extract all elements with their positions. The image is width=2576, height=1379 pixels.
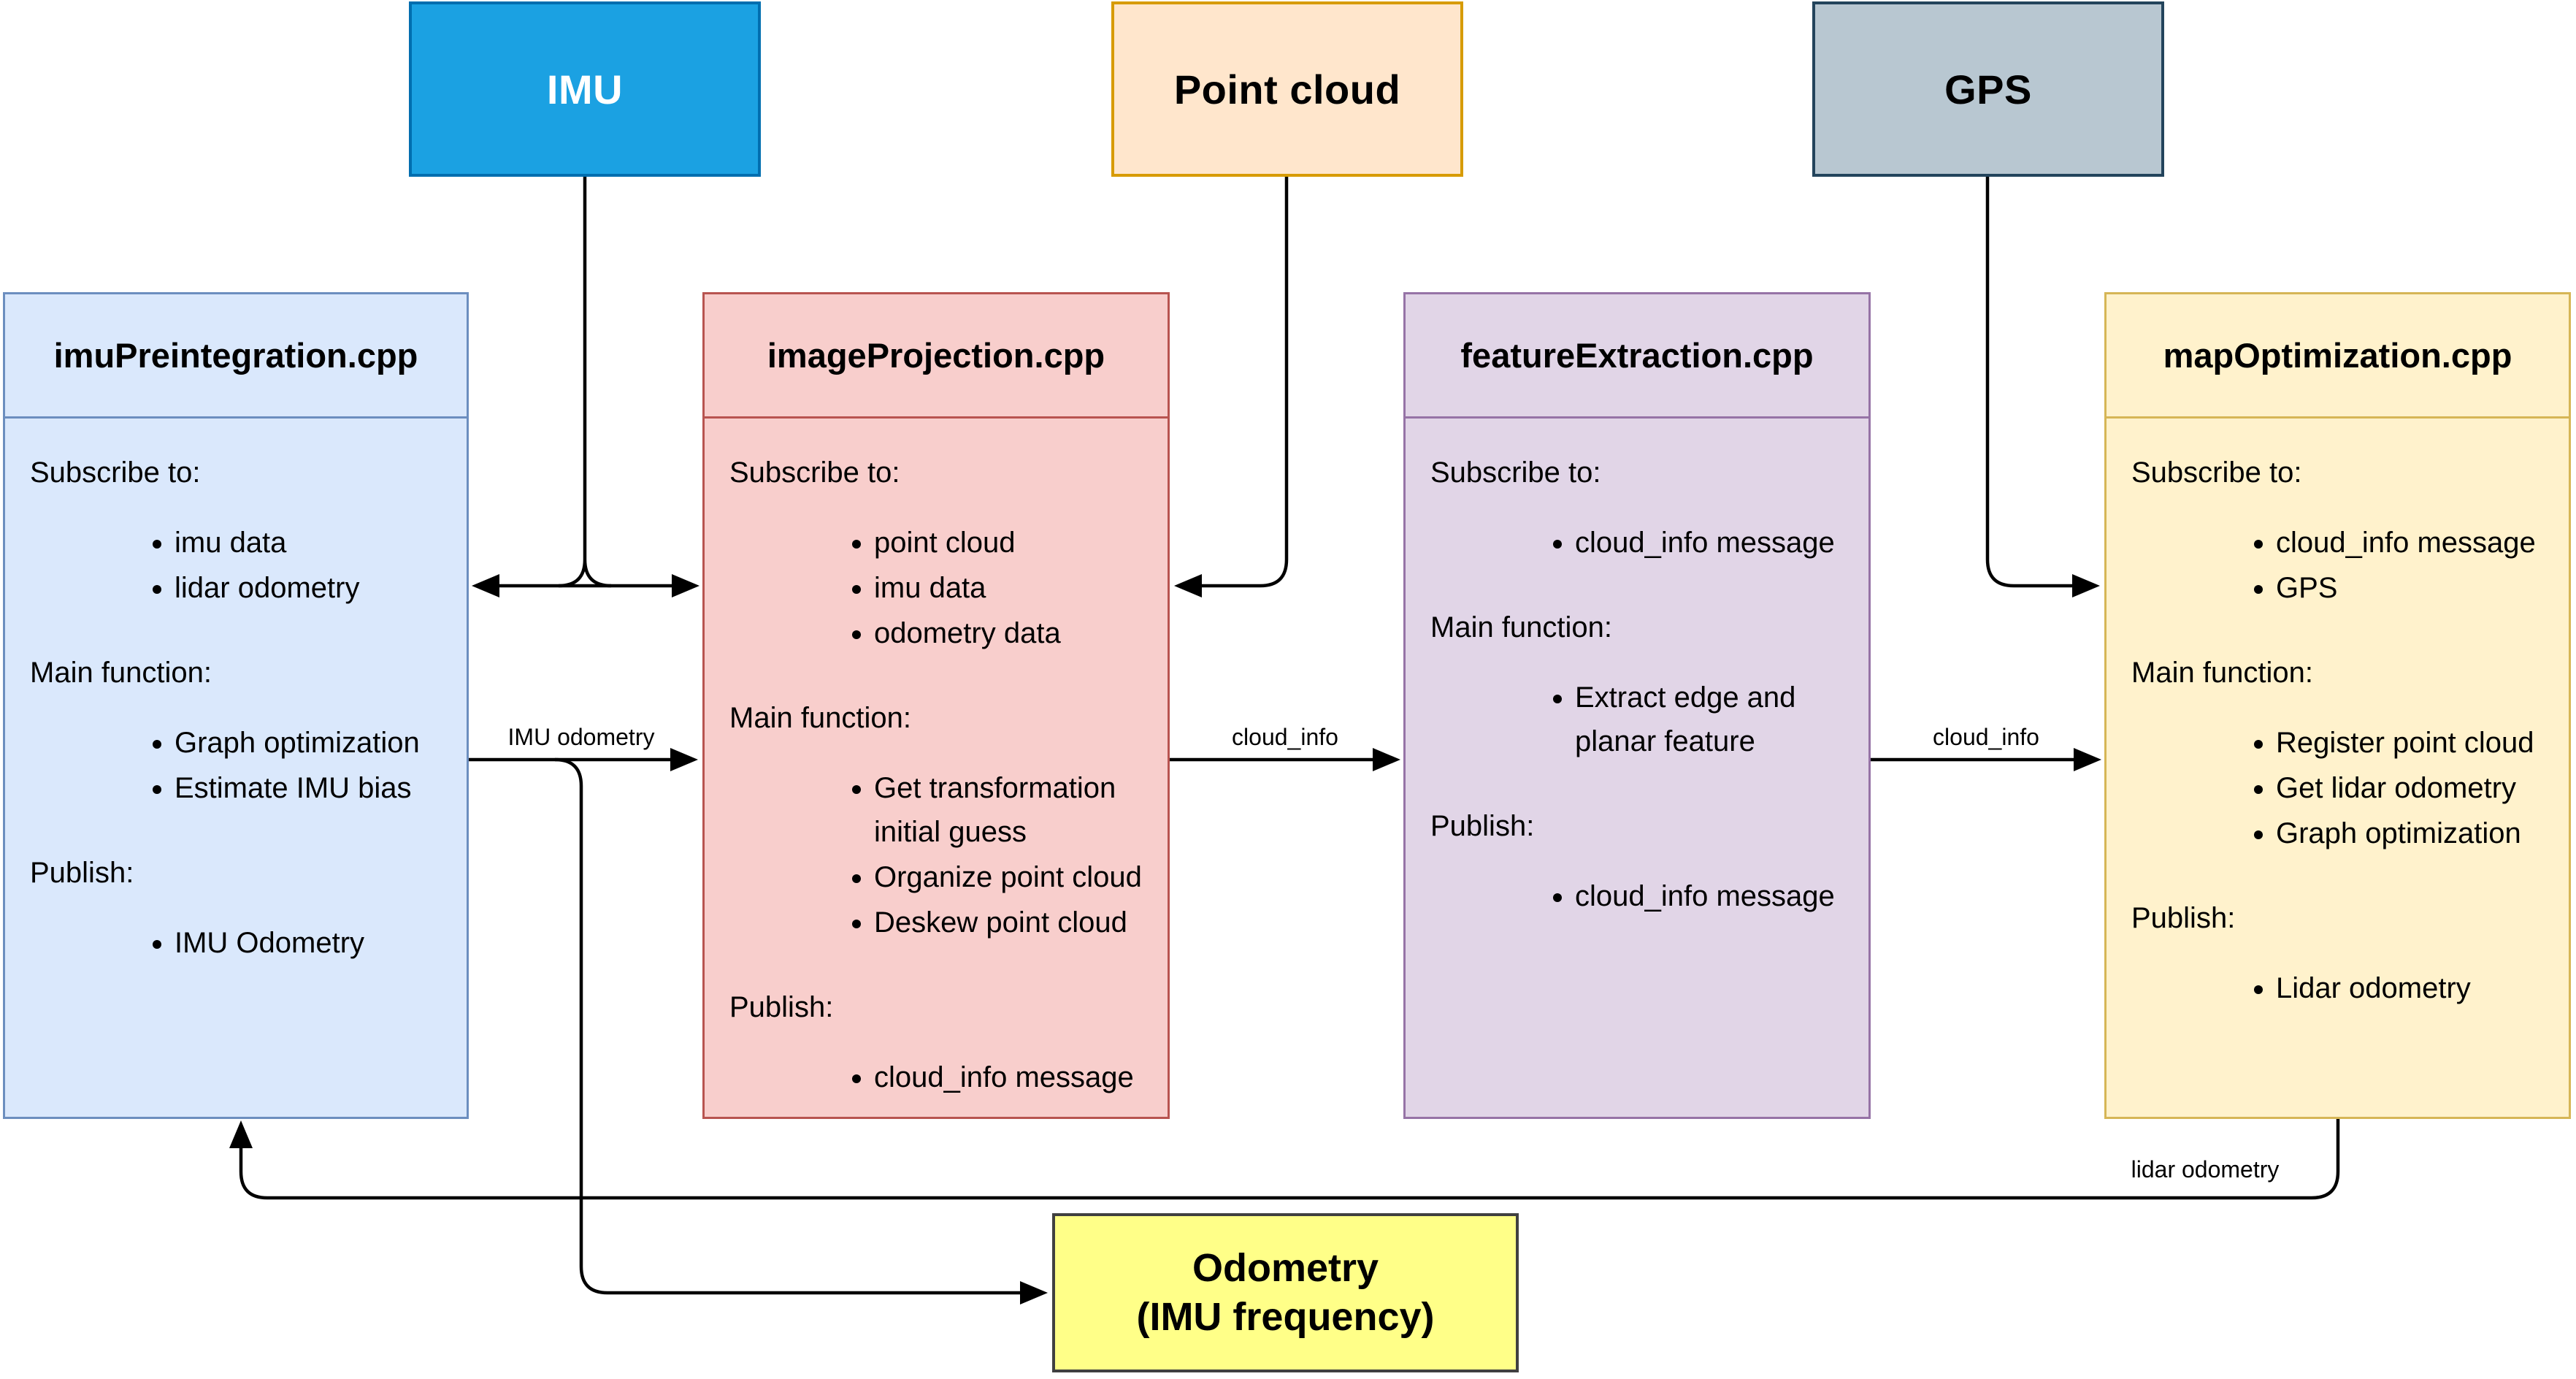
arrowhead-right-icon [2072, 574, 2100, 597]
arrowhead-left-icon [1174, 574, 1202, 597]
node-title-mapoptimization: mapOptimization.cpp [2107, 294, 2569, 419]
list-item: Get lidar odometry [2276, 766, 2564, 810]
arrowhead-right-icon [1373, 748, 1400, 771]
list-item: imu data [175, 521, 462, 565]
node-box-featureextraction: featureExtraction.cpp Subscribe to: clou… [1403, 292, 1871, 1119]
item-list: Register point cloud Get lidar odometry … [2121, 721, 2564, 855]
edge-label-lidar-odometry: lidar odometry [2131, 1156, 2280, 1183]
edge-label-imu-odometry: IMU odometry [508, 724, 655, 750]
edge-label-cloud-info-1: cloud_info [1232, 724, 1338, 750]
list-item: Graph optimization [2276, 811, 2564, 855]
section-heading: Publish: [30, 857, 134, 889]
item-list: IMU Odometry [20, 921, 462, 965]
edge-point-cloud [1202, 177, 1289, 588]
list-item: Extract edge and planar feature [1575, 676, 1864, 763]
list-item: GPS [2276, 566, 2564, 610]
item-list: cloud_info message GPS [2121, 521, 2564, 610]
list-item: Organize point cloud [874, 855, 1163, 899]
item-list: cloud_info message [719, 1055, 1163, 1099]
arrowhead-right-icon [670, 748, 698, 771]
list-item: cloud_info message [2276, 521, 2564, 565]
arrowhead-left-icon [472, 574, 499, 597]
arrowhead-right-icon [2074, 748, 2101, 771]
list-item: Get transformation initial guess [874, 766, 1163, 854]
list-item: Graph optimization [175, 721, 462, 765]
node-title-imageprojection: imageProjection.cpp [705, 294, 1168, 419]
item-list: Extract edge and planar feature [1420, 676, 1864, 763]
section-heading: Publish: [1430, 810, 1535, 842]
arrowhead-right-icon [672, 574, 699, 597]
node-title-imupreintegration: imuPreintegration.cpp [5, 294, 467, 419]
node-title-text: featureExtraction.cpp [1460, 336, 1814, 375]
list-item: odometry data [874, 611, 1163, 655]
source-box-gps: GPS [1812, 1, 2164, 177]
section-heading: Main function: [30, 657, 212, 689]
list-item: cloud_info message [1575, 874, 1864, 918]
edge-imu-stem [558, 177, 612, 588]
list-item: Lidar odometry [2276, 966, 2564, 1010]
section-heading: Subscribe to: [30, 457, 201, 489]
sink-box-odometry: Odometry (IMU frequency) [1052, 1213, 1519, 1372]
node-box-mapoptimization: mapOptimization.cpp Subscribe to: cloud_… [2104, 292, 2571, 1119]
list-item: cloud_info message [874, 1055, 1163, 1099]
list-item: lidar odometry [175, 566, 462, 610]
source-box-point-cloud: Point cloud [1111, 1, 1463, 177]
section-heading: Publish: [2131, 902, 2236, 934]
node-title-text: mapOptimization.cpp [2163, 336, 2512, 375]
item-list: Lidar odometry [2121, 966, 2564, 1010]
section-heading: Main function: [2131, 657, 2314, 689]
node-box-imageprojection: imageProjection.cpp Subscribe to: point … [702, 292, 1170, 1119]
section-heading: Publish: [729, 991, 834, 1023]
node-body: Subscribe to: cloud_info message Main fu… [1406, 419, 1868, 918]
item-list: cloud_info message [1420, 874, 1864, 918]
list-item: point cloud [874, 521, 1163, 565]
list-item: imu data [874, 566, 1163, 610]
node-title-text: imuPreintegration.cpp [53, 336, 418, 375]
node-title-featureextraction: featureExtraction.cpp [1406, 294, 1868, 419]
source-label-point-cloud: Point cloud [1173, 66, 1401, 112]
item-list: point cloud imu data odometry data [719, 521, 1163, 655]
section-heading: Subscribe to: [729, 457, 900, 489]
section-heading: Main function: [729, 702, 912, 734]
arrowhead-right-icon [1020, 1281, 1048, 1304]
list-item: IMU Odometry [175, 921, 462, 965]
source-box-imu: IMU [409, 1, 761, 177]
item-list: Get transformation initial guess Organiz… [719, 766, 1163, 944]
node-body: Subscribe to: point cloud imu data odome… [705, 419, 1168, 1099]
section-heading: Subscribe to: [2131, 457, 2302, 489]
item-list: Graph optimization Estimate IMU bias [20, 721, 462, 810]
section-heading: Main function: [1430, 611, 1613, 643]
list-item: Deskew point cloud [874, 901, 1163, 944]
node-box-imupreintegration: imuPreintegration.cpp Subscribe to: imu … [3, 292, 469, 1119]
source-label-gps: GPS [1944, 66, 2032, 112]
edge-gps [1985, 177, 2072, 588]
arrowhead-up-icon [229, 1120, 253, 1148]
item-list: cloud_info message [1420, 521, 1864, 565]
node-body: Subscribe to: cloud_info message GPS Mai… [2107, 419, 2569, 1010]
source-label-imu: IMU [546, 66, 624, 112]
sink-label-line1: Odometry [1192, 1245, 1379, 1290]
item-list: imu data lidar odometry [20, 521, 462, 610]
node-title-text: imageProjection.cpp [767, 336, 1105, 375]
list-item: cloud_info message [1575, 521, 1864, 565]
node-body: Subscribe to: imu data lidar odometry Ma… [5, 419, 467, 965]
list-item: Register point cloud [2276, 721, 2564, 765]
sink-label-line2: (IMU frequency) [1136, 1295, 1435, 1339]
edge-lidar-odometry [239, 1119, 2340, 1200]
section-heading: Subscribe to: [1430, 457, 1601, 489]
list-item: Estimate IMU bias [175, 766, 462, 810]
edge-label-cloud-info-2: cloud_info [1933, 724, 2039, 750]
